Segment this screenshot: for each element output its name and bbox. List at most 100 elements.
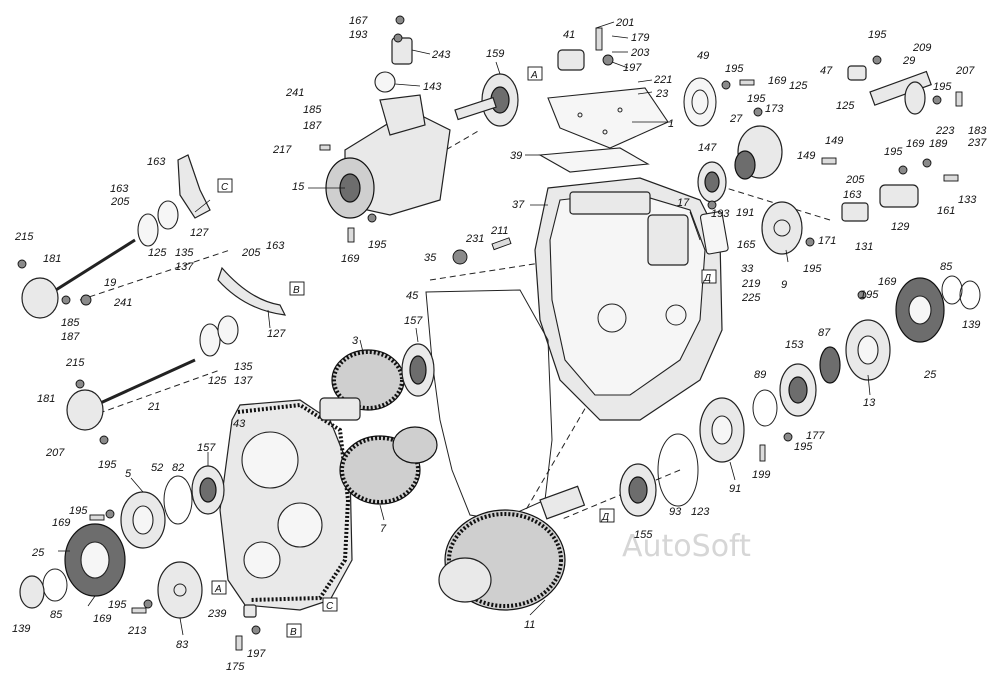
callout-193: 193 [711,208,730,220]
ring-89 [752,389,778,427]
callout-91: 91 [729,483,741,495]
callout-52: 52 [151,462,163,474]
callout-85: 85 [940,261,953,273]
gear-7 [339,426,438,505]
callout-27: 27 [729,113,743,125]
callout-183: 183 [968,125,987,137]
callout-137: 137 [234,375,253,387]
callout-187: 187 [61,331,80,343]
ref-box-a-bottom: A [211,580,227,595]
shaft-11 [438,485,586,611]
callout-5: 5 [125,468,132,480]
callout-35: 35 [424,252,437,264]
callout-195: 195 [884,146,903,158]
fork-127-c [177,154,211,219]
svg-text:B: B [293,285,300,296]
cover-83 [157,561,203,619]
gasket-125-mid [199,323,221,357]
callout-82: 82 [172,462,184,474]
flange-13 [845,319,891,381]
callout-149: 149 [825,135,843,147]
callout-169: 169 [878,276,896,288]
callout-205: 205 [110,196,130,208]
callout-205: 205 [845,174,865,186]
gear-3 [319,349,405,421]
callout-11: 11 [524,619,535,631]
callout-211: 211 [490,225,509,237]
callout-171: 171 [818,235,836,247]
ref-box-c-bottom: C [322,597,338,612]
callout-189: 189 [929,138,947,150]
ring-139-right [959,280,981,310]
callout-169: 169 [768,75,786,87]
shaft-19 [21,238,136,319]
callout-147: 147 [698,142,717,154]
callout-181: 181 [37,393,55,405]
callout-163: 163 [843,189,862,201]
callout-239: 239 [207,608,226,620]
fork-131 [841,202,869,222]
callout-169: 169 [906,138,924,150]
callout-225: 225 [741,292,761,304]
gasket-125-top [137,213,159,247]
callout-33: 33 [741,263,754,275]
ref-box-c-top: C [217,178,233,193]
callout-195: 195 [933,81,952,93]
leader-lines [58,21,871,636]
callout-23: 23 [655,88,669,100]
callout-87: 87 [818,327,831,339]
callout-37: 37 [512,199,525,211]
callout-25: 25 [923,369,937,381]
callout-125: 125 [836,100,855,112]
callout-163: 163 [147,156,166,168]
callout-49: 49 [697,50,709,62]
callout-169: 169 [93,613,111,625]
callout-177: 177 [806,430,825,442]
callout-199: 199 [752,469,770,481]
callout-169: 169 [52,517,70,529]
shaft-21 [66,358,196,431]
callout-191: 191 [736,207,754,219]
callout-193: 193 [349,29,368,41]
ring-93 [657,433,699,507]
bearing-157-top [401,343,435,397]
callout-7: 7 [380,523,387,535]
svg-text:A: A [530,70,538,81]
callout-125: 125 [789,80,808,92]
callout-1: 1 [668,118,674,130]
callout-125: 125 [148,247,167,259]
cylinder-129 [879,184,919,208]
ring-85-left [42,568,68,602]
ring-82 [163,475,193,525]
callout-15: 15 [292,181,305,193]
shaft-29 [869,70,932,115]
callout-185: 185 [303,104,322,116]
bearing-147 [697,161,727,203]
callout-3: 3 [352,335,359,347]
callout-13: 13 [863,397,876,409]
callout-167: 167 [349,15,368,27]
callout-201: 201 [615,17,634,29]
callout-195: 195 [98,459,117,471]
bearing-155 [619,463,657,517]
block-239 [243,604,257,618]
cover-17 [699,211,729,255]
callout-149: 149 [797,150,815,162]
callout-223: 223 [935,125,955,137]
plate-135-mid [217,315,239,345]
left-cover-43 [219,399,353,611]
callout-19: 19 [104,277,116,289]
callout-43: 43 [233,418,246,430]
pto-27 [734,125,783,180]
callout-133: 133 [958,194,977,206]
callout-139: 139 [962,319,980,331]
callout-125: 125 [208,375,227,387]
callout-173: 173 [765,103,784,115]
ref-box-b-bottom: B [286,623,302,638]
cover-9 [761,201,803,255]
svg-text:Д: Д [703,273,711,284]
ref-box-d-top: Д [701,269,717,284]
callout-179: 179 [631,32,649,44]
callout-17: 17 [677,197,690,209]
